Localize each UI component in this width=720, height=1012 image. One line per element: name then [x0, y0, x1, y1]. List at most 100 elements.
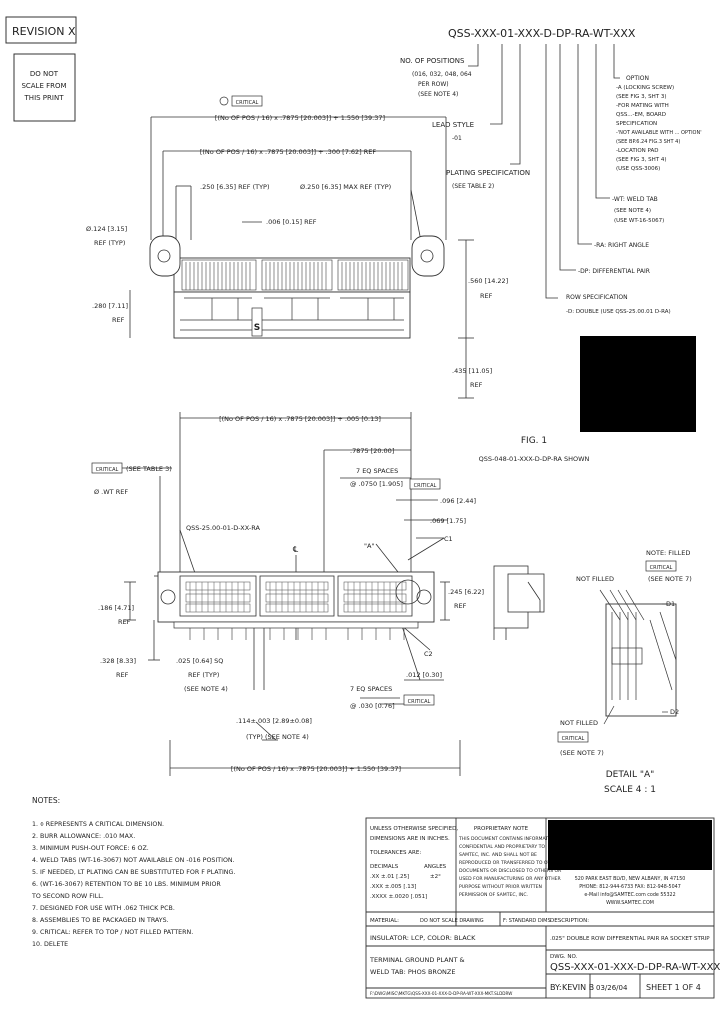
- proprietary-line: SAMTEC, INC. AND SHALL NOT BE: [459, 852, 537, 858]
- option-callout: QSS...-EM, BOARD: [616, 112, 666, 118]
- critical-tag: [403, 694, 435, 706]
- front-eq-spaces-bottom: @ .030 [0.76]: [350, 702, 395, 710]
- revision-box: [5, 16, 77, 44]
- proprietary-line: USED FOR MANUFACTURING OR ANY OTHER: [459, 876, 562, 882]
- critical-tag: [231, 95, 263, 107]
- front-eq-spaces-bottom: 7 EQ SPACES: [350, 685, 392, 693]
- front-dim-025: .025 [0.64] SQ: [176, 657, 223, 665]
- by-value: KEVIN B: [562, 983, 594, 992]
- left-mount-hole-icon: [157, 249, 171, 263]
- description-label: DESCRIPTION:: [550, 918, 589, 924]
- note-item: 10. DELETE: [32, 941, 68, 948]
- scale-note-line: THIS PRINT: [24, 94, 65, 102]
- critical-tag-label: CRITICAL: [96, 467, 119, 473]
- title-block-frame: [365, 817, 715, 999]
- detail-d1: D1: [666, 600, 675, 608]
- description: .025" DOUBLE ROW DIFFERENTIAL PAIR RA SO…: [550, 936, 710, 942]
- option-callout: -LOCATION PAD: [616, 148, 659, 154]
- detail-scale: SCALE 4 : 1: [604, 785, 656, 795]
- top-dim-560: REF: [480, 292, 493, 300]
- note-item: 1. ⌽ REPRESENTS A CRITICAL DIMENSION.: [32, 821, 164, 828]
- detail-not-filled-bottom: (SEE NOTE 7): [560, 749, 604, 757]
- top-dim-dia250: Ø.250 [6.35] MAX REF (TYP): [300, 183, 391, 191]
- note-item: TO SECOND ROW FILL.: [31, 893, 104, 900]
- right-mount-ear: [411, 235, 445, 277]
- front-right-mount-hole-icon: [416, 589, 432, 605]
- lead-style-callout: -01: [452, 135, 462, 142]
- notes-title: NOTES:: [32, 796, 60, 805]
- top-dim-560: .560 [14.22]: [468, 277, 508, 285]
- company-logo-redacted: [548, 820, 712, 870]
- front-dim-069: .069 [1.75]: [430, 517, 466, 525]
- dwg-no-label: DWG. NO.: [550, 954, 578, 960]
- revision-label: REVISION X: [12, 25, 76, 38]
- front-overall-dim-bottom: [(No OF POS / 16) x .7875 [20.003]] + 1.…: [231, 765, 401, 773]
- company-phone: PHONE: 812-944-6733 FAX: 812-948-5047: [579, 884, 681, 890]
- tolerance-header: DIMENSIONS ARE IN INCHES.: [370, 836, 450, 842]
- proprietary-line: CONFIDENTIAL AND PROPRIETARY TO: [459, 844, 545, 850]
- front-dim-7875: .7875 [20.00]: [350, 447, 394, 455]
- front-dim-012: .012 [0.30]: [406, 671, 442, 679]
- sheet-value: SHEET 1 OF 4: [646, 983, 701, 992]
- top-dim-280: .280 [7.11]: [92, 302, 128, 310]
- front-label-c2: C2: [424, 650, 433, 658]
- note-item: 2. BURR ALLOWANCE: .010 MAX.: [32, 833, 135, 840]
- weld-tab-callout: (SEE NOTE 4): [614, 208, 651, 214]
- centerline-icon: ℄: [293, 545, 299, 554]
- standard-dims: F: STANDARD DIMS: [503, 918, 551, 924]
- detail-a-circle: [395, 579, 421, 605]
- option-callout: -FOR MATING WITH: [616, 103, 669, 109]
- front-critical-table: (SEE TABLE 3): [126, 465, 172, 473]
- critical-tag: [645, 560, 677, 572]
- critical-tag-label: CRITICAL: [650, 565, 673, 571]
- weld-tab-callout: -WT: WELD TAB: [612, 196, 658, 203]
- redaction-box: [580, 336, 696, 432]
- figure-subtitle: QSS-048-01-XXX-D-DP-RA SHOWN: [479, 455, 590, 463]
- front-dim-186: .186 [4.71]: [98, 604, 134, 612]
- part-number: QSS-XXX-01-XXX-D-DP-RA-WT-XXX: [448, 27, 636, 40]
- figure-title: FIG. 1: [521, 436, 547, 446]
- option-callout: (USE QSS-3006): [616, 166, 660, 172]
- part-number-leaders: [468, 44, 620, 299]
- front-dim-245: REF: [454, 602, 467, 610]
- tolerance-header: UNLESS OTHERWISE SPECIFIED,: [370, 826, 458, 832]
- file-path: F:\DWG\MISC\MKTG\QSS-XXX-01-XXX-D-DP-RA-…: [370, 991, 512, 996]
- front-label-c1: C1: [444, 535, 453, 543]
- front-dim-025: (SEE NOTE 4): [184, 685, 228, 693]
- front-dim-025: REF (TYP): [188, 671, 219, 679]
- terminal-spec: WELD TAB: PHOS BRONZE: [370, 968, 455, 976]
- top-dim-006: .006 [0.15] REF: [266, 218, 317, 226]
- note-item: 4. WELD TABS (WT-16-3067) NOT AVAILABLE …: [32, 857, 235, 864]
- tolerance-header: TOLERANCES ARE:: [369, 850, 421, 856]
- note-item: 5. IF NEEDED, LT PLATING CAN BE SUBSTITU…: [32, 869, 235, 876]
- material-label: MATERIAL:: [370, 918, 399, 924]
- critical-symbol-icon: [219, 96, 229, 106]
- front-eq-spaces-top: 7 EQ SPACES: [356, 467, 398, 475]
- note-item: 9. CRITICAL: REFER TO TOP / NOT FILLED P…: [32, 929, 193, 936]
- detail-title: DETAIL "A": [606, 770, 655, 780]
- front-dim-328: .328 [8.33]: [100, 657, 136, 665]
- weld-tab-callout: (USE WT-16-5067): [614, 218, 664, 224]
- detail-not-filled-top: (SEE NOTE 7): [648, 575, 692, 583]
- diff-pair-callout: -DP: DIFFERENTIAL PAIR: [578, 268, 650, 275]
- scale-note-line: SCALE FROM: [21, 82, 66, 90]
- proprietary-line: PURPOSE WITHOUT PRIOR WRITTEN: [459, 884, 542, 890]
- proprietary-line: PERMISSION OF SAMTEC, INC.: [459, 892, 528, 898]
- note-item: 3. MINIMUM PUSH-OUT FORCE: 6 OZ.: [32, 845, 149, 852]
- top-dim-435: .435 [11.05]: [452, 367, 492, 375]
- option-callout: -A (LOCKING SCREW): [616, 85, 674, 91]
- front-dim-096: .096 [2.44]: [440, 497, 476, 505]
- positions-callout: PER ROW): [418, 81, 449, 88]
- top-pitch-dim: [(No OF POS / 16) x .7875 [20.003]] + .3…: [200, 148, 377, 156]
- do-not-scale: DO NOT SCALE DRAWING: [420, 918, 484, 924]
- proprietary-line: REPRODUCED OR TRANSFERRED TO OTHER: [459, 860, 561, 866]
- detail-not-filled-top: NOTE: FILLED: [646, 549, 690, 557]
- top-dim-dia124: Ø.124 [3.15]: [86, 225, 127, 233]
- tolerance-line: ANGLES: [424, 864, 447, 870]
- note-item: 8. ASSEMBLIES TO BE PACKAGED IN TRAYS.: [32, 917, 169, 924]
- tolerance-line: ±2°: [430, 874, 441, 880]
- lead-style-callout: LEAD STYLE: [432, 121, 474, 129]
- front-qss-label: QSS-25.00-01-D-XX-RA: [186, 524, 260, 532]
